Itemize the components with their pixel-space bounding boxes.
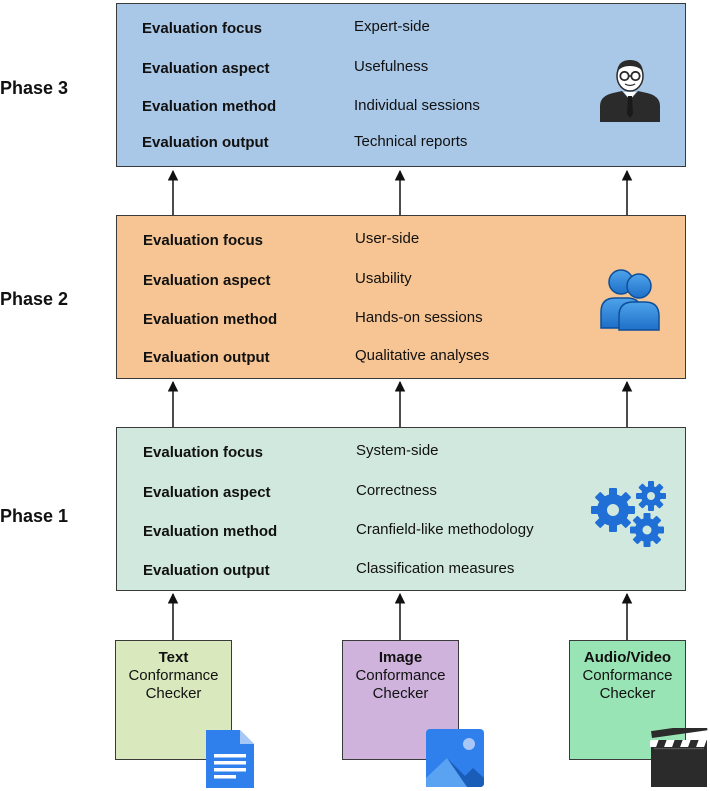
phase2-output-value: Qualitative analyses (355, 347, 490, 364)
phase1-panel: Evaluation focus System-side Evaluation … (116, 427, 686, 591)
image-checker-line2: Checker (372, 685, 429, 702)
clapperboard-icon (650, 728, 708, 787)
phase1-aspect-key: Evaluation aspect (143, 484, 271, 501)
image-checker-line1: Conformance (355, 667, 446, 684)
phase1-aspect-value: Correctness (356, 482, 437, 499)
phase1-method-key: Evaluation method (143, 523, 278, 540)
expert-person-icon (600, 60, 660, 122)
phase2-method-key: Evaluation method (143, 311, 278, 328)
users-group-icon (600, 269, 660, 331)
phase3-method-key: Evaluation method (142, 98, 277, 115)
phase2-focus-value: User-side (355, 230, 420, 247)
audio-video-checker-line1: Conformance (582, 667, 673, 684)
text-checker-line1: Conformance (128, 667, 219, 684)
phase3-aspect-key: Evaluation aspect (142, 60, 270, 77)
phase3-aspect-value: Usefulness (354, 58, 429, 75)
text-checker-line2: Checker (145, 685, 202, 702)
phase1-focus-key: Evaluation focus (143, 444, 264, 461)
phase1-focus-value: System-side (356, 442, 439, 459)
phase2-panel: Evaluation focus User-side Evaluation as… (116, 215, 686, 379)
phase1-label: Phase 1 (0, 506, 69, 526)
phase2-method-value: Hands-on sessions (355, 309, 483, 326)
image-checker-box: Image Conformance Checker (342, 640, 459, 760)
text-checker-title: Text (158, 649, 189, 666)
phase3-label: Phase 3 (0, 78, 69, 98)
document-icon (206, 730, 254, 788)
phase3-method-value: Individual sessions (354, 97, 480, 114)
phase2-aspect-key: Evaluation aspect (143, 272, 271, 289)
phase2-output-key: Evaluation output (143, 349, 270, 366)
phase2-focus-key: Evaluation focus (143, 232, 264, 249)
image-icon (426, 729, 484, 787)
phase3-panel: Evaluation focus Expert-side Evaluation … (116, 3, 686, 167)
image-checker-title: Image (378, 649, 423, 666)
phase1-output-value: Classification measures (356, 560, 515, 577)
phase3-output-value: Technical reports (354, 133, 468, 150)
phase2-aspect-value: Usability (355, 270, 412, 287)
phase3-focus-value: Expert-side (354, 18, 430, 35)
gears-icon (591, 481, 666, 547)
phase1-method-value: Cranfield-like methodology (356, 521, 534, 538)
phase3-focus-key: Evaluation focus (142, 20, 263, 37)
audio-video-checker-line2: Checker (599, 685, 656, 702)
audio-video-checker-title: Audio/Video (583, 649, 672, 666)
phase3-output-key: Evaluation output (142, 134, 269, 151)
phase2-label: Phase 2 (0, 289, 69, 309)
phase1-output-key: Evaluation output (143, 562, 270, 579)
